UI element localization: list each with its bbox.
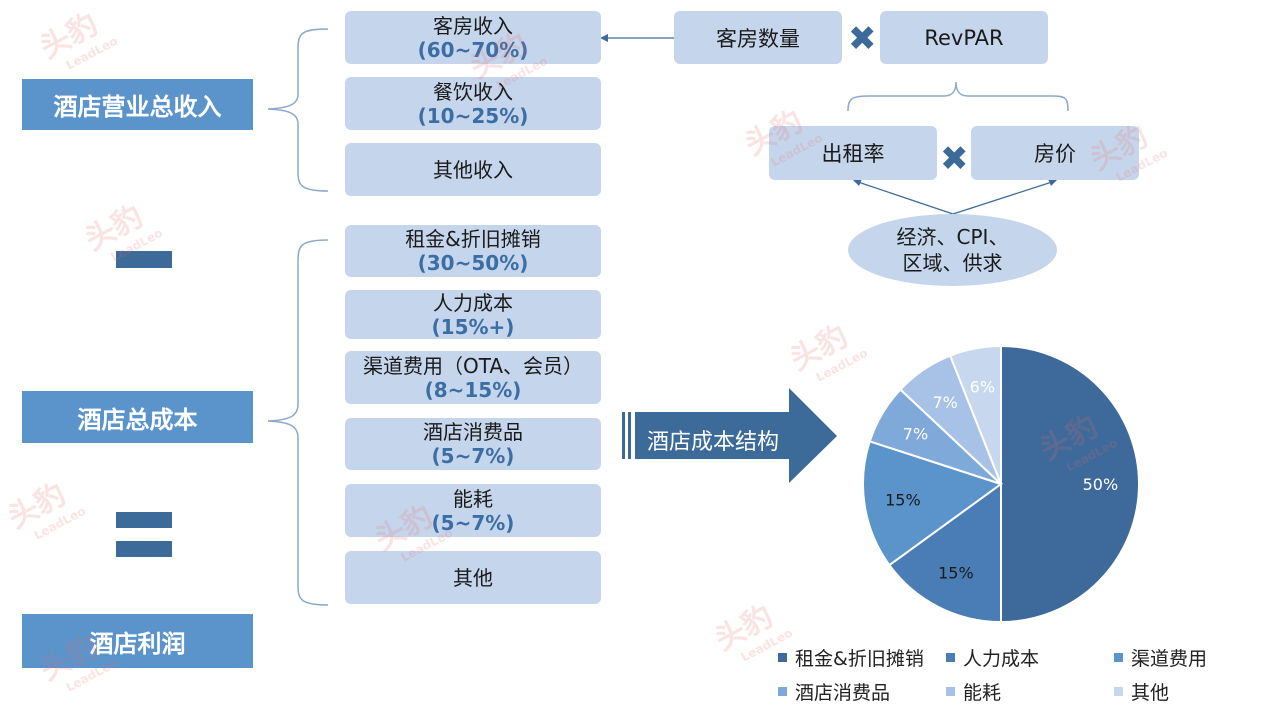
room-revenue-box: 客房收入 (60~70%) xyxy=(345,11,601,64)
legend-label: 人力成本 xyxy=(963,648,1040,670)
cost-title: 酒店总成本 xyxy=(22,391,253,443)
factors-line-2: 区域、供求 xyxy=(902,251,1003,275)
cost-structure-arrow xyxy=(622,388,837,483)
labor-cost-label: 人力成本 xyxy=(433,290,513,315)
channel-cost-label: 渠道费用（OTA、会员） xyxy=(362,353,584,378)
consumables-cost-label: 酒店消费品 xyxy=(423,420,523,444)
room-revenue-pct: (60~70%) xyxy=(417,37,529,62)
legend-item: 租金&折旧摊销 xyxy=(778,644,924,671)
pie-data-label: 7% xyxy=(932,393,957,412)
equals-sign-top xyxy=(116,512,172,528)
multiply-icon: ✖ xyxy=(848,19,877,59)
other-cost-label: 其他 xyxy=(453,565,493,590)
legend-label: 渠道费用 xyxy=(1131,648,1208,670)
legend-swatch xyxy=(1114,653,1123,662)
rent-cost-box: 租金&折旧摊销 (30~50%) xyxy=(345,225,601,277)
consumables-cost-box: 酒店消费品 (5~7%) xyxy=(345,418,601,470)
pie-data-label: 50% xyxy=(1083,475,1119,494)
labor-cost-pct: (15%+) xyxy=(431,314,515,339)
pie-data-label: 15% xyxy=(885,491,921,510)
multiply-icon: ✖ xyxy=(940,139,969,179)
pie-slice xyxy=(862,440,1004,567)
room-count-box: 客房数量 xyxy=(674,11,842,64)
room-revenue-label: 客房收入 xyxy=(433,13,513,38)
energy-cost-label: 能耗 xyxy=(453,486,493,511)
energy-cost-pct: (5~7%) xyxy=(431,510,515,535)
rent-cost-label: 租金&折旧摊销 xyxy=(405,227,541,251)
legend-item: 酒店消费品 xyxy=(778,678,890,705)
legend-item: 其他 xyxy=(1114,678,1169,705)
legend-swatch xyxy=(946,687,955,696)
labor-cost-box: 人力成本 (15%+) xyxy=(345,290,601,339)
legend-swatch xyxy=(778,687,787,696)
occupancy-box: 出租率 xyxy=(769,126,937,180)
pie-slice xyxy=(887,482,1002,624)
revpar-box: RevPAR xyxy=(880,11,1048,64)
revenue-title: 酒店营业总收入 xyxy=(22,79,253,130)
factors-ellipse: 经济、CPI、 区域、供求 xyxy=(848,214,1057,286)
legend-item: 能耗 xyxy=(946,678,1001,705)
equals-sign-bottom xyxy=(116,541,172,557)
profit-title: 酒店利润 xyxy=(22,614,253,668)
legend-label: 酒店消费品 xyxy=(795,682,891,704)
pie-data-label: 15% xyxy=(938,564,974,583)
other-revenue-box: 其他收入 xyxy=(345,143,601,196)
factors-line-1: 经济、CPI、 xyxy=(896,225,1009,249)
legend-swatch xyxy=(1114,687,1123,696)
energy-cost-box: 能耗 (5~7%) xyxy=(345,484,601,537)
fnb-revenue-label: 餐饮收入 xyxy=(433,79,513,104)
minus-sign xyxy=(116,251,172,268)
pie-slice xyxy=(948,344,1002,485)
fnb-revenue-box: 餐饮收入 (10~25%) xyxy=(345,77,601,130)
pie-data-label: 7% xyxy=(903,424,928,443)
cost-pie-chart: 50% 15% 15% 7%7% 6% xyxy=(862,344,1140,624)
legend-swatch xyxy=(778,653,787,662)
legend-label: 租金&折旧摊销 xyxy=(795,648,924,670)
channel-cost-pct: (8~15%) xyxy=(424,377,522,402)
pie-data-label: 6% xyxy=(970,377,995,396)
pie-slice xyxy=(1000,344,1140,624)
channel-cost-box: 渠道费用（OTA、会员） (8~15%) xyxy=(345,351,601,404)
legend-item: 人力成本 xyxy=(946,644,1039,671)
other-cost-box: 其他 xyxy=(345,551,601,604)
consumables-cost-pct: (5~7%) xyxy=(431,444,515,468)
room-price-box: 房价 xyxy=(971,126,1139,180)
cost-structure-label: 酒店成本结构 xyxy=(647,430,780,455)
fnb-revenue-pct: (10~25%) xyxy=(417,103,529,128)
legend-label: 其他 xyxy=(1131,682,1170,704)
other-revenue-label: 其他收入 xyxy=(433,157,513,182)
rent-cost-pct: (30~50%) xyxy=(417,251,529,275)
legend-item: 渠道费用 xyxy=(1114,644,1207,671)
legend-swatch xyxy=(946,653,955,662)
legend-label: 能耗 xyxy=(963,682,1002,704)
